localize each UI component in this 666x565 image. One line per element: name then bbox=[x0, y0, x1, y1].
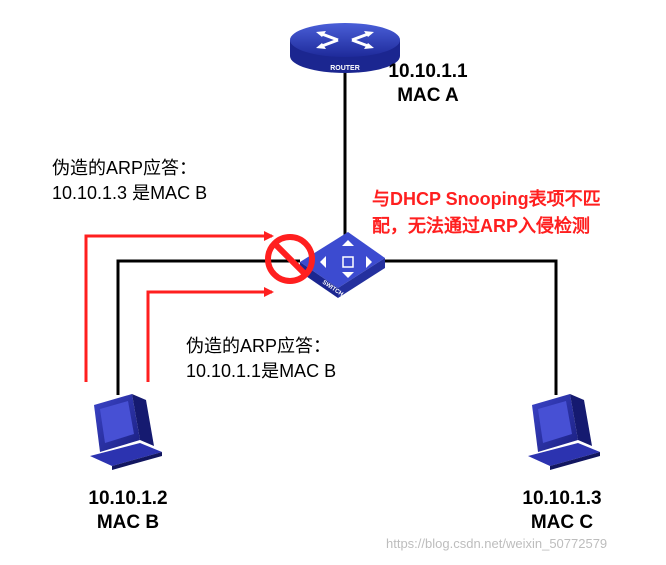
router-mac: MAC A bbox=[397, 85, 459, 106]
router-device-label: ROUTER bbox=[330, 65, 360, 72]
forged-arp-annotation-top: 伪造的ARP应答： 10.10.1.3 是MAC B bbox=[52, 156, 207, 206]
annotation-bottom-line1: 伪造的ARP应答： bbox=[186, 336, 332, 356]
router-icon: ROUTER bbox=[290, 23, 400, 73]
warning-line1: 与DHCP Snooping表项不匹 bbox=[372, 189, 601, 209]
host-c-ip: 10.10.1.3 bbox=[522, 488, 602, 509]
host-c-computer-icon bbox=[528, 394, 600, 470]
host-b-mac: MAC B bbox=[96, 512, 160, 533]
warning-line2: 配，无法通过ARP入侵检测 bbox=[372, 216, 591, 236]
watermark: https://blog.csdn.net/weixin_50772579 bbox=[386, 536, 608, 551]
host-b-ip: 10.10.1.2 bbox=[88, 488, 168, 509]
host-b-computer-icon bbox=[90, 394, 162, 470]
router-label: 10.10.1.1 MAC A bbox=[385, 60, 471, 108]
annotation-top-line2: 10.10.1.3 是MAC B bbox=[52, 183, 208, 203]
link-switch-host-c bbox=[385, 259, 558, 395]
dhcp-snooping-warning: 与DHCP Snooping表项不匹 配，无法通过ARP入侵检测 bbox=[372, 186, 601, 240]
forged-arp-arrow-bottom bbox=[146, 287, 274, 382]
link-switch-host-b bbox=[116, 259, 300, 395]
router-ip: 10.10.1.1 bbox=[388, 61, 468, 82]
annotation-top-line1: 伪造的ARP应答： bbox=[52, 158, 198, 178]
annotation-bottom-line2: 10.10.1.1是MAC B bbox=[186, 361, 337, 381]
host-c-label: 10.10.1.3 MAC C bbox=[510, 487, 614, 535]
block-icon bbox=[265, 234, 315, 284]
host-b-label: 10.10.1.2 MAC B bbox=[76, 487, 180, 535]
host-c-mac: MAC C bbox=[530, 512, 594, 533]
forged-arp-annotation-bottom: 伪造的ARP应答： 10.10.1.1是MAC B bbox=[186, 334, 336, 384]
forged-arp-arrow-top bbox=[84, 231, 274, 382]
